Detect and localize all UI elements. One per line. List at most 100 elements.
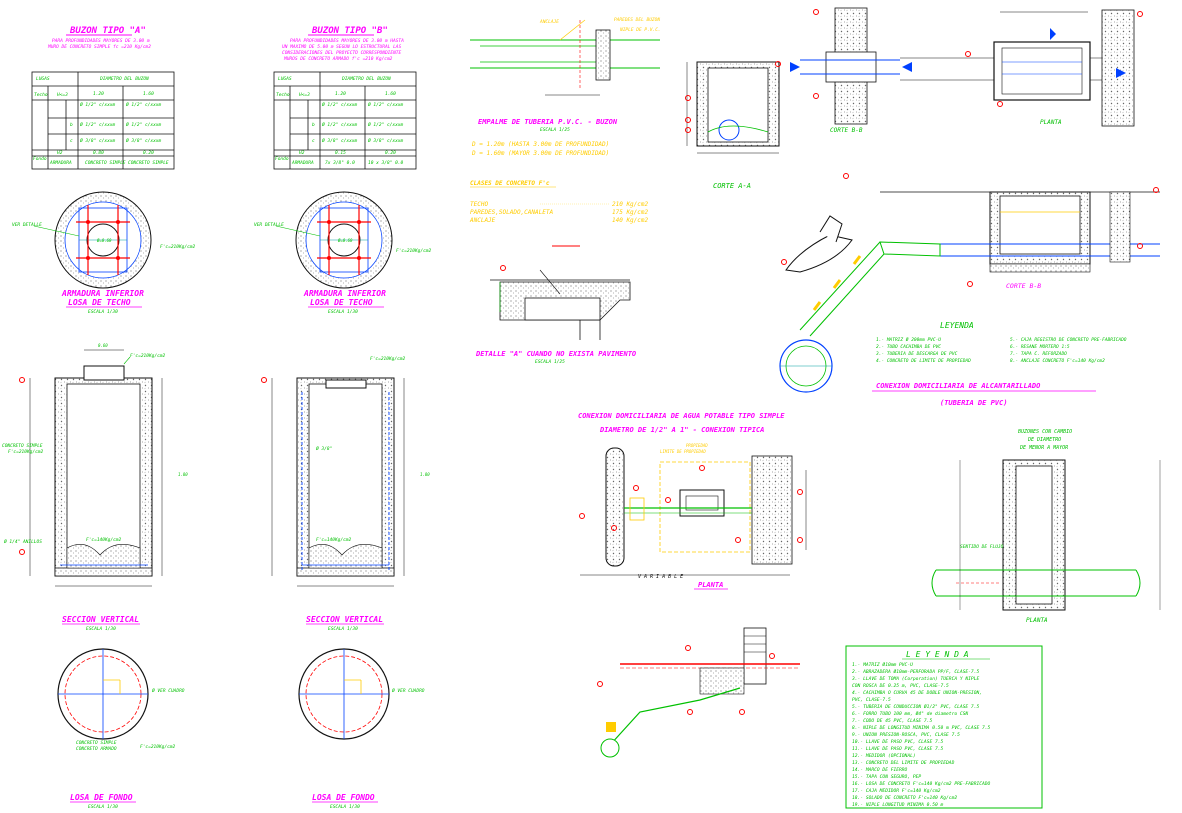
buzon-a-r2-1: Ø 1/2" c/xxxm xyxy=(80,121,116,128)
buzon-b-r4-2: 0.20 xyxy=(385,150,396,156)
losa-fondo-a-concreto2: CONCRETO ARMADO xyxy=(76,746,117,752)
buzon-a-c2: 1.60 xyxy=(143,91,154,97)
conexion-agua-variable: V A R I A B L E xyxy=(638,574,683,580)
buzon-b-r2-0: b xyxy=(312,122,315,128)
leyenda-agua-item: 16.- LOSA DE CONCRETO F'c=140 Kg/cm2 PRE… xyxy=(852,781,991,787)
seccion-a-fc-left: F'c=210Kg/cm2 xyxy=(8,449,44,455)
buzones-cambio-drawing: BUZONES CON CAMBIO DE DIAMETRO DE MENOR … xyxy=(931,429,1161,624)
clases-row2-val: 140 Kg/cm2 xyxy=(612,217,649,224)
buzon-b-r3-2: Ø 3/8" c/xxxm xyxy=(368,137,404,144)
buzon-a-block: BUZON TIPO "A" PARA PROFUNDIDADES MAYORE… xyxy=(31,26,175,170)
corte-bb-top-title: CORTE B-B xyxy=(830,127,863,134)
buzon-b-r4-1: 0.15 xyxy=(335,150,346,156)
buzon-b-r3-0: c xyxy=(312,139,315,144)
empalme-scale: ESCALA 1/25 xyxy=(540,127,570,133)
buzon-b-r5-2: 10 x 3/8" 0.0 xyxy=(368,160,404,166)
empalme-label-anclaje: ANCLAJE xyxy=(539,19,559,25)
seccion-a-fc-bottom: F'c=140Kg/cm2 xyxy=(86,537,122,543)
corte-bb-title: CORTE B-B xyxy=(1006,282,1041,290)
leyenda-agua-item: 14.- MARCO DE FIERRO xyxy=(852,767,908,773)
leyenda-agua-item: 5.- TUBERIA DE CONDUCCION Ø1/2" PVC, CLA… xyxy=(852,703,979,710)
losa-techo-a-title1: ARMADURA INFERIOR xyxy=(61,289,144,298)
buzon-a-r5-1: CONCRETO SIMPLE xyxy=(85,160,126,166)
leyenda-agua-item: 13.- CONCRETO DEL LIMITE DE PROPIEDAD xyxy=(852,760,955,766)
losa-techo-b-drawing: Ø=0.60 VER DETALLE F'c=210Kg/cm2 ARMADUR… xyxy=(254,191,432,315)
losa-fondo-a-fc: F'c=210Kg/cm2 xyxy=(140,744,176,750)
losa-techo-b-scale: ESCALA 1/30 xyxy=(328,309,358,315)
leyenda-alc-conexion1: CONEXION DOMICILIARIA DE ALCANTARILLADO xyxy=(876,382,1040,390)
buzon-a-r2-0: b xyxy=(70,122,73,128)
buzon-b-row-techo: Techo xyxy=(276,92,290,98)
buzon-b-note2: UN MAXIMO DE 5.00 m SEGUN LO ESTRUCTURAL… xyxy=(282,44,401,50)
clases-row0-val: 210 Kg/cm2 xyxy=(612,201,649,208)
leyenda-alc-title: LEYENDA xyxy=(940,321,974,330)
seccion-b-ref: Ø 3/8" xyxy=(316,445,332,452)
buzones-cambio-l2: DE DIAMETRO xyxy=(1027,437,1061,443)
seccion-b-title: SECCION VERTICAL xyxy=(306,615,383,624)
leyenda-agua-item: 1.- MATRIZ Ø10mm PVC-U xyxy=(852,661,913,668)
leyenda-alc-conexion2: (TUBERIA DE PVC) xyxy=(940,399,1007,407)
buzon-b-c1: 1.20 xyxy=(335,91,346,97)
losa-fondo-a-concreto: CONCRETO SIMPLE xyxy=(76,740,117,746)
buzon-b-th-lugar: LUGAS xyxy=(278,76,292,82)
leyenda-alc-r3: 8.- ANCLAJE CONCRETO F'c=140 Kg/cm2 xyxy=(1010,358,1105,364)
buzon-a-r3-1: Ø 3/8" c/xxxm xyxy=(80,137,116,144)
corte-aa-title: CORTE A-A xyxy=(713,182,751,190)
leyenda-agua-item: CON ROSCA DE 0.25 m, PVC, CLASE-7.5 xyxy=(852,683,949,689)
leyenda-agua-item: 4.- CACHIMBA O CURVA 45 DE DOBLE UNION-P… xyxy=(852,690,982,696)
empalme-d2: D = 1.60m (MAYOR 3.00m DE PROFUNDIDAD) xyxy=(471,150,609,157)
buzon-a-c1: 1.20 xyxy=(93,91,104,97)
seccion-a-concreto-simple: CONCRETO SIMPLE xyxy=(2,443,43,449)
losa-techo-b-fc: F'c=210Kg/cm2 xyxy=(396,248,432,254)
conexion-agua-planta: PLANTA xyxy=(698,581,723,589)
buzones-cambio-l1: BUZONES CON CAMBIO xyxy=(1018,429,1072,435)
losa-fondo-a-scale: ESCALA 1/30 xyxy=(88,804,118,810)
buzon-a-r3-2: Ø 3/8" c/xxxm xyxy=(126,137,162,144)
svg-text:1.80: 1.80 xyxy=(178,472,188,477)
leyenda-alc-r1: 6.- RESANE MORTERO 1:5 xyxy=(1010,344,1070,350)
clases-concreto-block: CLASES DE CONCRETO F'c TECHO 210 Kg/cm2 … xyxy=(469,180,649,247)
losa-techo-a-fc: F'c=210Kg/cm2 xyxy=(160,244,196,250)
seccion-b-fc-top: F'c=210Kg/cm2 xyxy=(370,356,406,362)
buzones-cambio-l3: DE MENOR A MAYOR xyxy=(1019,445,1068,451)
losa-techo-a-title2: LOSA DE TECHO xyxy=(68,298,131,307)
detalle-a-drawing: DETALLE "A" CUANDO NO EXISTA PAVIMENTO E… xyxy=(475,265,636,365)
buzones-cambio-planta: PLANTA xyxy=(1026,617,1048,624)
losa-techo-b-ver-detalle: VER DETALLE xyxy=(254,222,284,228)
losa-fondo-b-ver-cuadro: Ø VER CUADRO xyxy=(392,687,425,694)
leyenda-agua-title: L E Y E N D A xyxy=(906,650,969,659)
seccion-vertical-a-drawing: F'c=210Kg/cm2 CONCRETO SIMPLE F'c=210Kg/… xyxy=(2,343,188,632)
seccion-a-title: SECCION VERTICAL xyxy=(62,615,139,624)
buzon-a-th-diam: DIAMETRO DEL BUZON xyxy=(99,76,149,82)
svg-text:Ø=0.60: Ø=0.60 xyxy=(97,238,112,243)
clases-row1-val: 175 Kg/cm2 xyxy=(612,209,649,216)
leyenda-agua-item: 9.- UNION PRESION-ROSCA, PVC, CLASE 7.5 xyxy=(852,732,960,738)
conexion-agua-label1: PROPIEDAD xyxy=(686,443,708,448)
losa-fondo-a-title: LOSA DE FONDO xyxy=(70,793,133,802)
buzon-a-table xyxy=(31,71,175,170)
buzon-b-r1-2: Ø 1/2" c/xxxm xyxy=(368,101,404,108)
conexion-agua-title1: CONEXION DOMICILIARIA DE AGUA POTABLE TI… xyxy=(578,412,785,420)
losa-fondo-a-drawing: Ø VER CUADRO CONCRETO SIMPLE CONCRETO AR… xyxy=(57,648,185,810)
corte-bb-top-drawing: CORTE B-B xyxy=(790,7,912,134)
detalle-a-title: DETALLE "A" CUANDO NO EXISTA PAVIMENTO xyxy=(475,350,636,358)
empalme-label-niple: NIPLE DE P.V.C. xyxy=(619,27,661,33)
buzon-a-title: BUZON TIPO "A" xyxy=(69,26,146,36)
losa-fondo-b-title: LOSA DE FONDO xyxy=(312,793,375,802)
leyenda-alc-l2: 3.- TUBERIA DE DESCARGA DE PVC xyxy=(875,351,958,357)
leyenda-agua-item: 18.- SOLADO DE CONCRETO F'c=140 Kg/cm2 xyxy=(852,795,957,801)
clases-row2-name: ANCLAJE xyxy=(469,217,496,224)
leyenda-agua-item: 2.- ABRAZADERA Ø10mm-PERFORADA PP/F, CLA… xyxy=(852,668,979,675)
empalme-title: EMPALME DE TUBERIA P.V.C. - BUZON xyxy=(478,118,618,126)
leyenda-agua-item: 11.- LLAVE DE PASO PVC, CLASE 7.5 xyxy=(852,746,944,752)
leyenda-agua-item: 7.- CODO DE 45 PVC, CLASE 7.5 xyxy=(852,718,932,724)
conexion-agua-perfil-drawing xyxy=(597,627,800,758)
conexion-agua-title2: DIAMETRO DE 1/2" A 1" - CONEXION TIPICA xyxy=(599,426,764,434)
seccion-vertical-b-drawing: F'c=210Kg/cm2 Ø 3/8" F'c=140Kg/cm2 1.80 … xyxy=(261,356,430,632)
buzon-b-note4: MUROS DE CONCRETO ARMADO f'c =210 Kg/cm2 xyxy=(283,56,393,62)
buzon-a-r5-2: CONCRETO SIMPLE xyxy=(128,160,169,166)
buzon-b-note1: PARA PROFUNDIDADES MAYORES DE 3.00 m HAS… xyxy=(290,38,404,44)
seccion-b-scale: ESCALA 1/30 xyxy=(328,626,358,632)
seccion-a-anillos: Ø 1/4" ANILLOS xyxy=(4,538,42,545)
